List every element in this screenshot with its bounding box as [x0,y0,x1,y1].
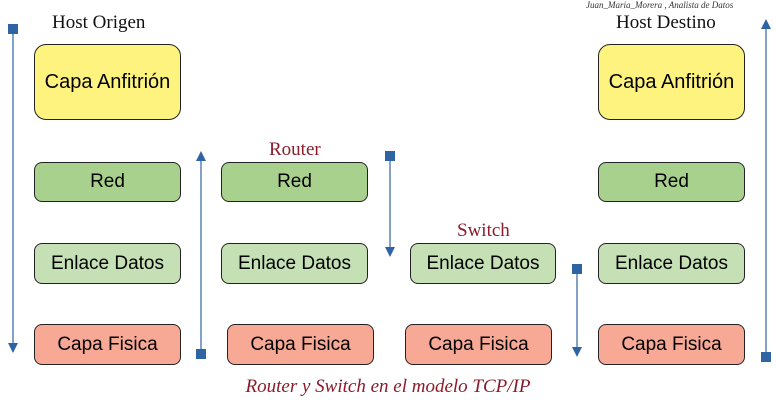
host-origen-down-arrow [8,24,18,353]
host-destino-up-arrow [761,19,771,362]
switch-title: Switch [457,220,510,241]
router-title: Router [269,139,321,160]
router-down-arrow [385,151,395,257]
host-origen-application-layer: Capa Anfitrión [34,44,181,120]
host-destino-title: Host Destino [616,12,716,33]
host-destino-physical-layer: Capa Fisica [598,324,745,365]
host-destino-link-layer: Enlace Datos [598,243,745,284]
host-destino-application-layer: Capa Anfitrión [598,44,745,120]
switch-down-arrow [572,264,582,357]
router-link-layer: Enlace Datos [221,243,368,284]
host-destino-network-layer: Red [598,162,745,202]
router-up-arrow [196,151,206,359]
author-credit: Juan_Maria_Morera , Analista de Datos [586,0,734,10]
host-origen-title: Host Origen [52,12,146,33]
router-network-layer: Red [221,162,368,202]
host-origen-physical-layer: Capa Fisica [34,324,181,365]
router-physical-layer: Capa Fisica [227,324,374,365]
diagram-caption: Router y Switch en el modelo TCP/IP [245,376,531,397]
switch-link-layer: Enlace Datos [410,243,556,284]
host-origen-link-layer: Enlace Datos [34,243,181,284]
host-origen-network-layer: Red [34,162,181,202]
switch-physical-layer: Capa Fisica [405,324,552,365]
